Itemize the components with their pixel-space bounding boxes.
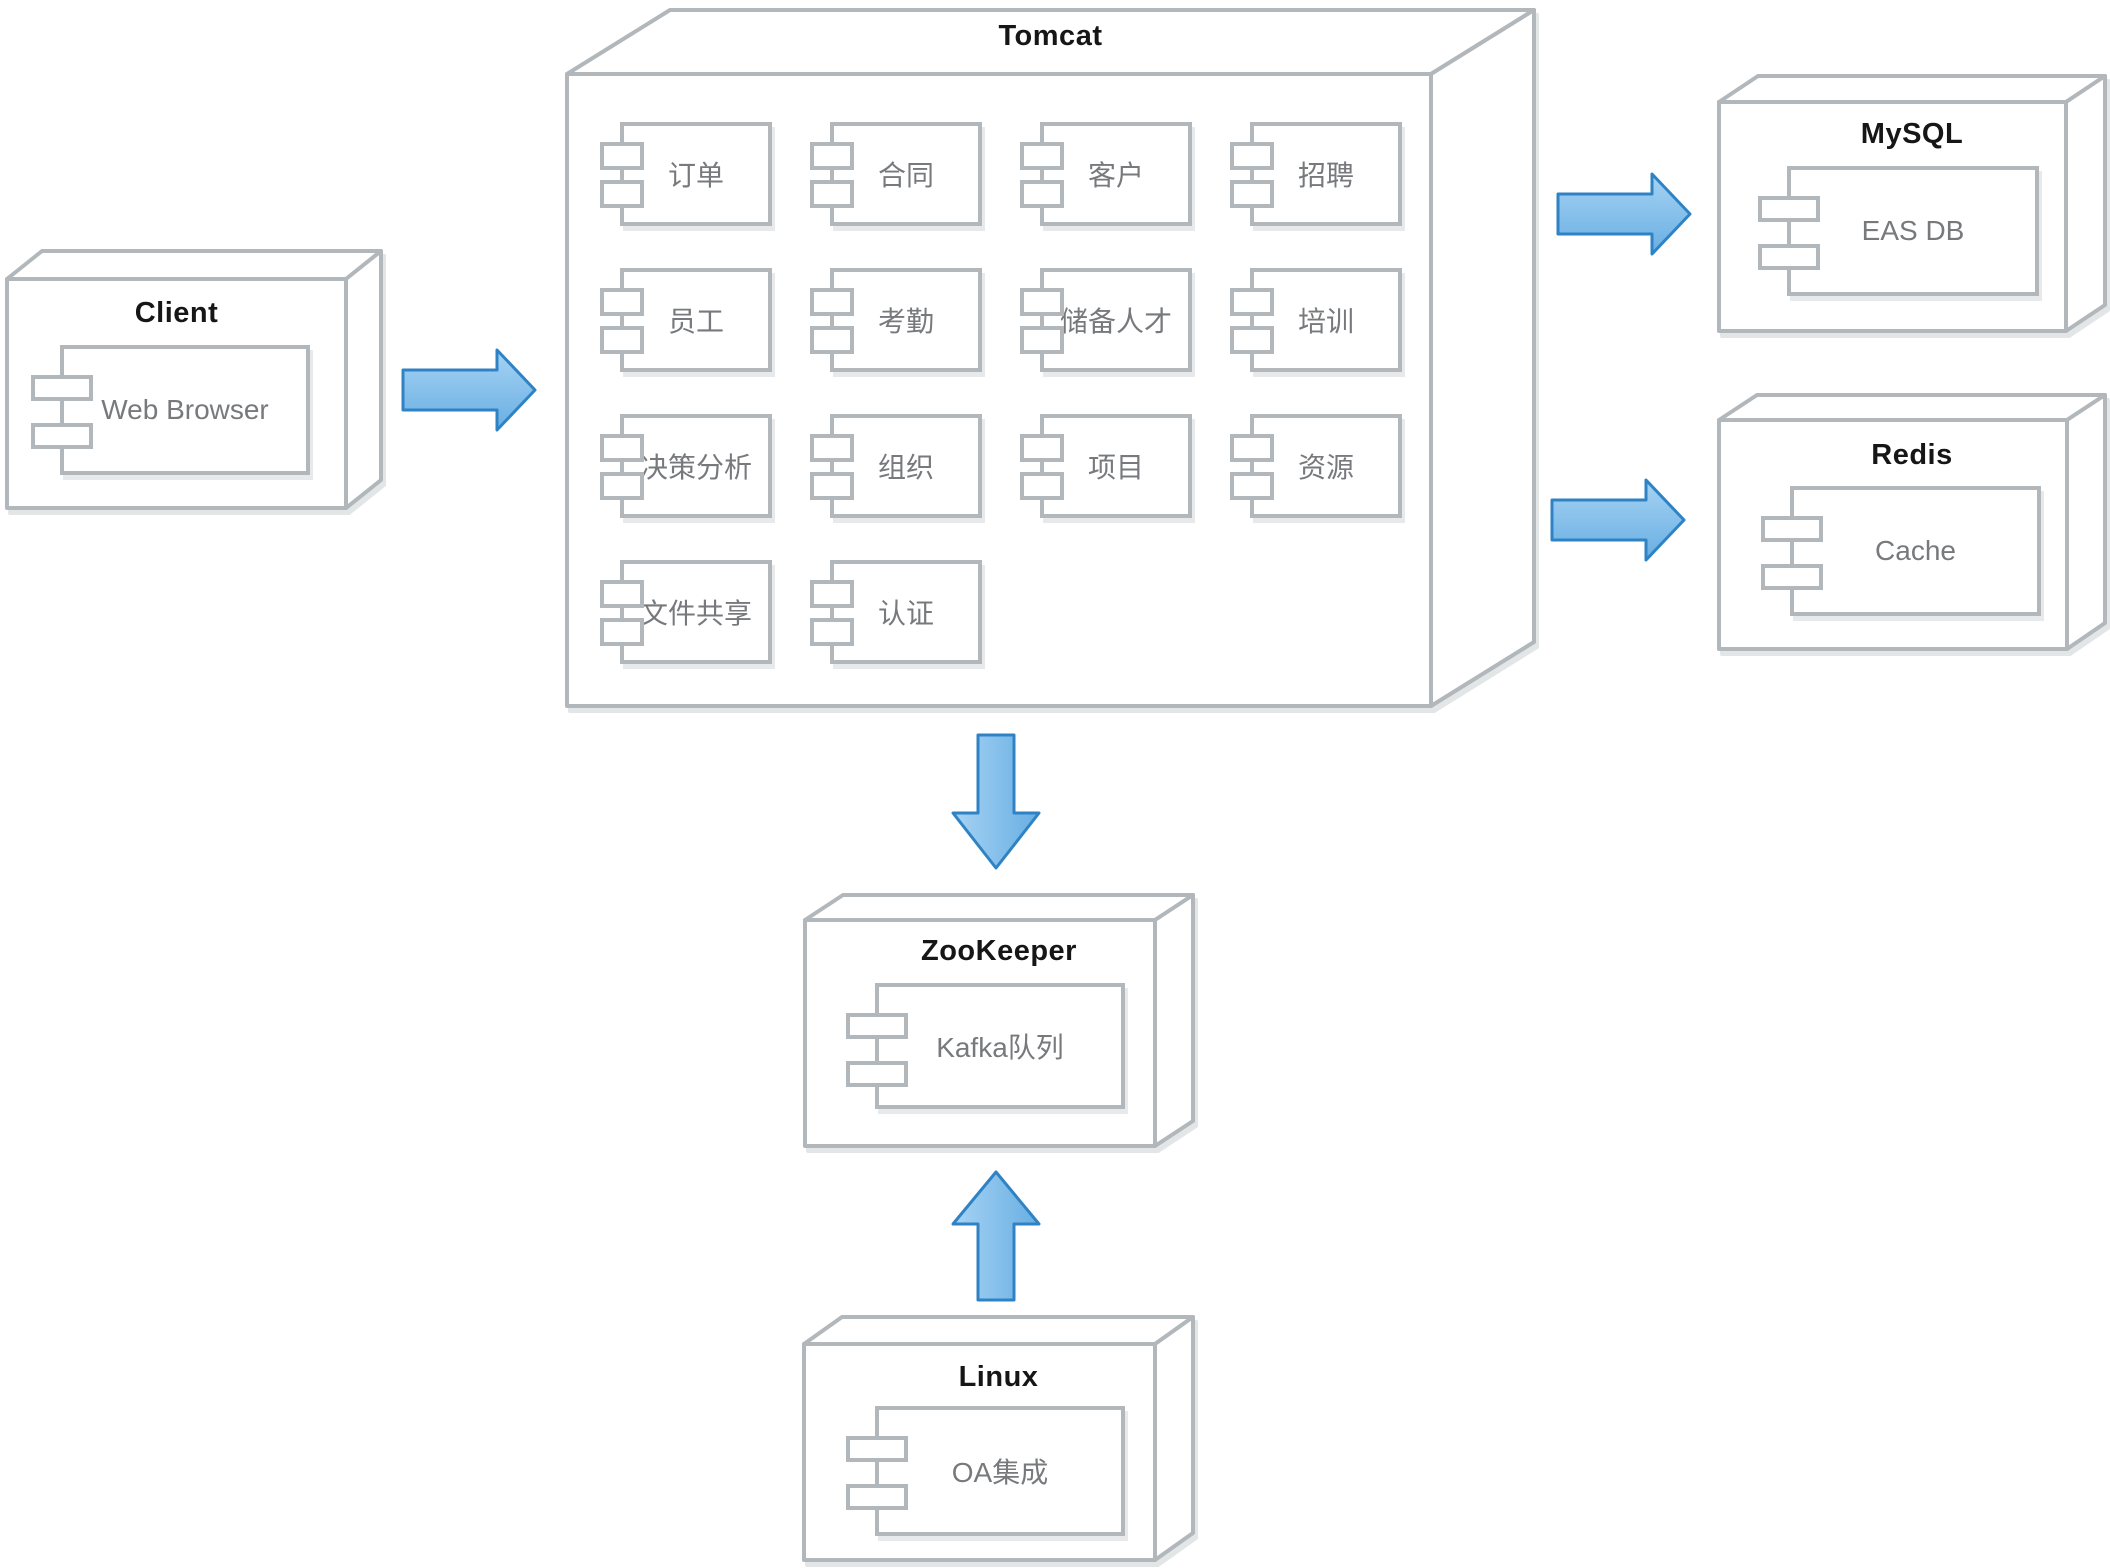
component-label: EAS DB [1861, 215, 1965, 246]
node-linux: Linux OA集成 [802, 1315, 1195, 1562]
component-port-icon [810, 618, 854, 646]
component-port-icon [810, 326, 854, 354]
component-port-icon [846, 1061, 908, 1087]
component-port-icon [600, 288, 644, 316]
component-eas-db: EAS DB [1758, 166, 2039, 296]
node-zookeeper: ZooKeeper Kafka队列 [803, 893, 1195, 1148]
component-cache: Cache [1761, 486, 2041, 616]
component-port-icon [1761, 516, 1823, 542]
component-port-icon [1020, 142, 1064, 170]
component-oa-integration: OA集成 [846, 1406, 1125, 1536]
component-label: 组织 [877, 452, 934, 483]
component-project: 项目 [1020, 414, 1192, 518]
component-port-icon [1230, 142, 1274, 170]
component-port-icon [1758, 244, 1820, 270]
node-3d-box-icon [565, 8, 1536, 708]
component-port-icon [1020, 288, 1064, 316]
component-port-icon [1020, 434, 1064, 462]
component-label: 项目 [1087, 452, 1144, 483]
component-port-icon [1020, 180, 1064, 208]
component-port-icon [1761, 564, 1823, 590]
component-port-icon [810, 434, 854, 462]
component-port-icon [810, 472, 854, 500]
component-training: 培训 [1230, 268, 1402, 372]
component-label: 决策分析 [639, 452, 752, 483]
component-port-icon [810, 180, 854, 208]
component-port-icon [1230, 180, 1274, 208]
component-label: 储备人才 [1059, 306, 1172, 337]
component-label: Web Browser [101, 394, 269, 425]
component-decision-analysis: 决策分析 [600, 414, 772, 518]
component-port-icon [600, 142, 644, 170]
component-port-icon [1230, 434, 1274, 462]
component-port-icon [846, 1436, 908, 1462]
component-port-icon [810, 142, 854, 170]
component-label: 客户 [1087, 160, 1144, 191]
component-port-icon [810, 288, 854, 316]
component-label: 员工 [667, 306, 724, 337]
component-port-icon [810, 580, 854, 608]
component-label: 招聘 [1297, 160, 1354, 191]
arrow-linux-to-zookeeper-icon [951, 1170, 1041, 1302]
component-kafka-queue: Kafka队列 [846, 983, 1125, 1109]
node-client-title: Client [134, 297, 219, 329]
component-web-browser: Web Browser [31, 345, 310, 475]
component-port-icon [600, 618, 644, 646]
component-customer: 客户 [1020, 122, 1192, 226]
component-file-sharing: 文件共享 [600, 560, 772, 664]
component-port-icon [1020, 326, 1064, 354]
component-label: Cache [1875, 535, 1956, 566]
arrow-tomcat-to-zookeeper-icon [951, 733, 1041, 870]
component-label: 资源 [1297, 452, 1354, 483]
component-label: 认证 [877, 598, 934, 629]
component-label: OA集成 [951, 1457, 1049, 1488]
node-linux-title: Linux [958, 1361, 1039, 1393]
component-port-icon [600, 580, 644, 608]
node-redis: Redis Cache [1717, 393, 2107, 651]
component-label: 培训 [1297, 306, 1354, 337]
node-tomcat: Tomcat 订单 合同 客户 招聘 员工 考勤 储备人才 [565, 8, 1536, 710]
component-label: Kafka队列 [936, 1032, 1064, 1063]
node-tomcat-title: Tomcat [998, 20, 1103, 52]
component-port-icon [31, 423, 93, 449]
component-talent-pool: 储备人才 [1020, 268, 1192, 372]
node-zookeeper-title: ZooKeeper [921, 935, 1077, 967]
component-organization: 组织 [810, 414, 982, 518]
component-port-icon [1230, 288, 1274, 316]
component-contract: 合同 [810, 122, 982, 226]
component-resource: 资源 [1230, 414, 1402, 518]
component-port-icon [600, 434, 644, 462]
component-label: 合同 [877, 160, 934, 191]
node-mysql-title: MySQL [1860, 118, 1964, 150]
arrow-tomcat-to-redis-icon [1550, 478, 1686, 562]
component-port-icon [600, 326, 644, 354]
component-port-icon [1758, 196, 1820, 222]
component-employee: 员工 [600, 268, 772, 372]
component-authentication: 认证 [810, 560, 982, 664]
component-port-icon [846, 1484, 908, 1510]
component-port-icon [1230, 472, 1274, 500]
component-port-icon [600, 180, 644, 208]
node-mysql: MySQL EAS DB [1717, 74, 2107, 333]
component-port-icon [846, 1013, 908, 1039]
component-label: 考勤 [877, 306, 934, 337]
component-port-icon [600, 472, 644, 500]
component-label: 订单 [667, 160, 724, 191]
component-order: 订单 [600, 122, 772, 226]
component-recruiting: 招聘 [1230, 122, 1402, 226]
component-attendance: 考勤 [810, 268, 982, 372]
node-redis-title: Redis [1871, 439, 1953, 471]
arrow-tomcat-to-mysql-icon [1556, 172, 1692, 256]
node-client: Client Web Browser [5, 249, 383, 510]
component-port-icon [1230, 326, 1274, 354]
component-port-icon [31, 375, 93, 401]
component-port-icon [1020, 472, 1064, 500]
component-label: 文件共享 [639, 598, 752, 629]
arrow-client-to-tomcat-icon [401, 348, 537, 432]
